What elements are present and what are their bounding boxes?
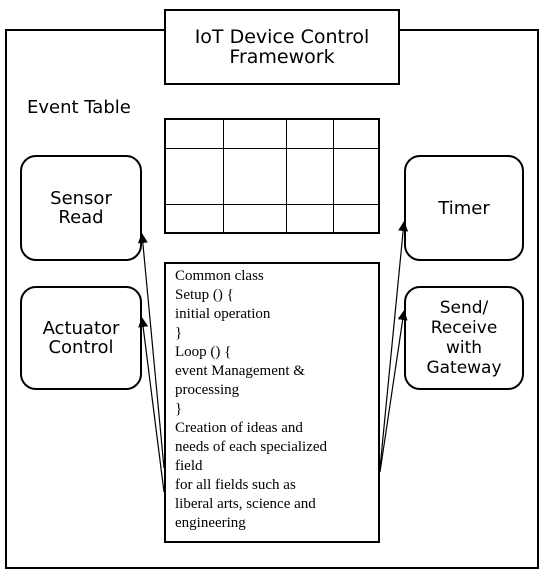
event-table-cell: [166, 203, 225, 232]
gateway-line-3: with: [445, 338, 483, 358]
sensor-read-box: Sensor Read: [20, 155, 142, 261]
actuator-control-box: Actuator Control: [20, 286, 142, 390]
common-class-box: Common class Setup () { initial operatio…: [164, 262, 380, 543]
event-table-cell: [223, 147, 287, 205]
gateway-box: Send/ Receive with Gateway: [404, 286, 524, 390]
code-line: Loop () {: [175, 344, 232, 360]
event-table-row: [166, 120, 378, 149]
timer-label: Timer: [438, 197, 490, 219]
code-line: for all fields such as: [175, 477, 296, 493]
event-table-cell: [333, 120, 378, 149]
gateway-line-2: Receive: [430, 318, 498, 338]
event-table-cell: [223, 120, 287, 149]
code-line: Setup () {: [175, 287, 234, 303]
event-table-cell: [166, 147, 225, 205]
code-line: }: [175, 401, 183, 417]
event-table-cell: [285, 120, 335, 149]
code-line: event Management &: [175, 363, 305, 379]
title-box: IoT Device Control Framework: [164, 9, 400, 85]
timer-box: Timer: [404, 155, 524, 261]
sensor-line-1: Sensor: [50, 188, 112, 209]
event-table-cell: [333, 203, 378, 232]
code-line: needs of each specialized: [175, 439, 327, 455]
event-table-row: [166, 147, 378, 205]
event-table-cell: [285, 203, 335, 232]
event-table-grid: [164, 118, 380, 234]
title-line-2: Framework: [229, 46, 335, 68]
title-line-1: IoT Device Control: [194, 26, 370, 48]
sensor-line-2: Read: [58, 207, 104, 228]
code-line: Common class: [175, 268, 264, 284]
code-line: processing: [175, 382, 240, 398]
event-table-row: [166, 203, 378, 232]
code-line: initial operation: [175, 306, 271, 322]
code-line: }: [175, 325, 183, 341]
code-line: field: [175, 458, 203, 474]
event-table-label: Event Table: [27, 97, 131, 118]
actuator-line-1: Actuator: [42, 318, 120, 339]
event-table-cell: [223, 203, 287, 232]
gateway-line-1: Send/: [439, 298, 489, 318]
event-table-cell: [333, 147, 378, 205]
actuator-line-2: Control: [48, 337, 114, 358]
gateway-line-4: Gateway: [426, 358, 502, 378]
code-line: liberal arts, science and: [175, 496, 316, 512]
code-line: Creation of ideas and: [175, 420, 303, 436]
event-table-cell: [166, 120, 225, 149]
event-table-cell: [285, 147, 335, 205]
code-line: engineering: [175, 515, 246, 531]
